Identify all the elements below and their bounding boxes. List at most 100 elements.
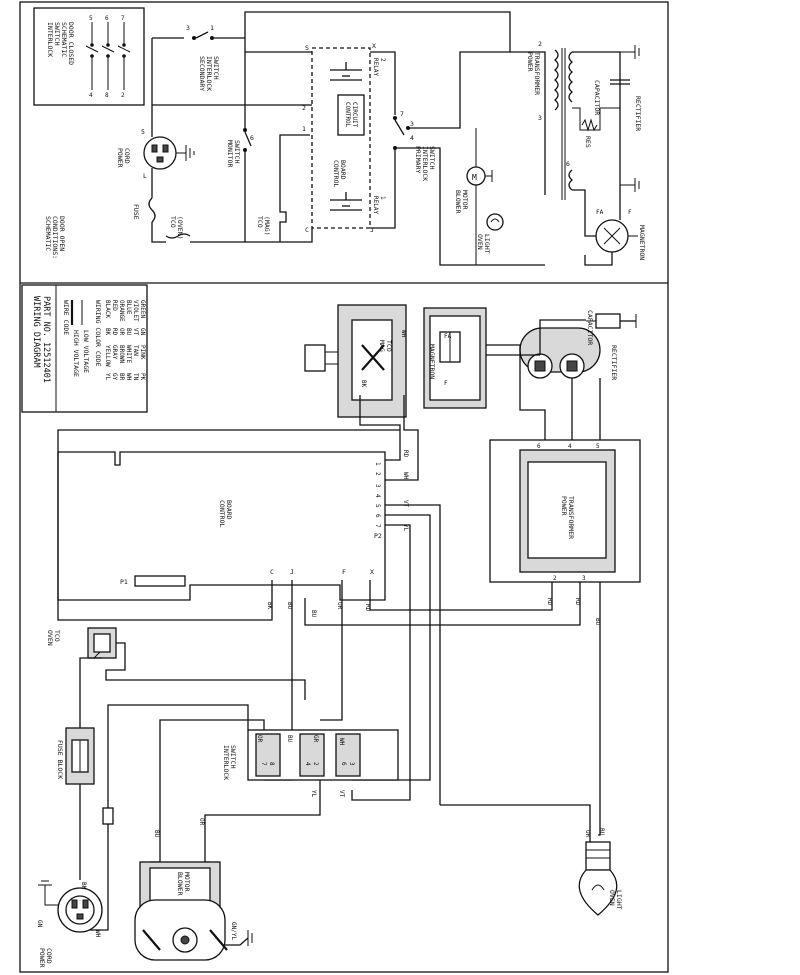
blower-motor-label: BLOWER: [176, 872, 184, 896]
control-circuit-label: CONTROL: [344, 102, 351, 128]
magnetron-component: [423, 307, 487, 409]
fa-label: FA: [596, 209, 604, 216]
board-wire-label: BU: [310, 610, 317, 618]
interlock-note-line: INTERLOCK: [46, 22, 54, 57]
relay-label: RELAY: [372, 58, 379, 76]
gn-yl-label: GN/YL: [230, 922, 237, 940]
switch-term-label: 6: [105, 15, 109, 22]
ground-icon: [247, 930, 253, 946]
board-pin-label: 2: [374, 472, 381, 476]
ground-icon: [620, 45, 640, 59]
blower-motor-component: [134, 861, 228, 961]
switch-term-label: 2: [121, 92, 125, 99]
motor-m-label: M: [472, 173, 477, 182]
pt-term: 6: [537, 443, 541, 450]
color-name: WHITE: [125, 345, 132, 363]
motor-wire-label: OR: [198, 818, 205, 826]
pt-term: 4: [568, 443, 572, 450]
schematic-term: X: [372, 42, 376, 50]
control-board-label: BOARD: [225, 500, 233, 520]
board-pin-label: 7: [374, 524, 381, 528]
interlock-term-label: 2: [312, 762, 319, 766]
interlock-switch-symbols: [85, 22, 131, 90]
board-pin-label: 5: [374, 504, 381, 508]
fuse-block-component: [65, 727, 95, 785]
interlock-wire-label: VT: [338, 790, 345, 798]
power-cord-label: CORD: [123, 148, 131, 164]
rectifier-label: RECTIFIER: [610, 345, 618, 380]
legend-part-no: PART NO. 12512401: [41, 296, 51, 383]
interlock-switch-component: [247, 729, 399, 781]
interlock-term-label: 3: [348, 762, 355, 766]
relay-2-symbol: [330, 62, 362, 81]
oven-light-component: [578, 841, 618, 916]
mag-tco-label: TCO: [385, 340, 393, 352]
cord-wire-label: BK: [80, 882, 87, 890]
color-name: BLACK: [104, 300, 111, 318]
tco-oven-label: TCO: [169, 216, 177, 228]
color-code-title: WIRING COLOR CODE: [94, 300, 102, 367]
blower-motor-label: BLOWER: [454, 190, 462, 214]
pt-term: 2: [553, 575, 557, 582]
rectifier-label: RECTIFIER: [634, 96, 642, 131]
interlock-switch-label: INTERLOCK: [222, 745, 230, 780]
conditions-note-line: SCHEMATIC: [44, 216, 52, 251]
board-term: C: [270, 568, 274, 576]
schematic-term: 3: [410, 120, 414, 128]
schematic-term: 5: [141, 128, 145, 136]
light-wire-label: OR: [584, 830, 591, 838]
relay-number: 1: [379, 196, 386, 200]
f-label: F: [628, 209, 632, 216]
wire-code-title: WIRE CODE: [62, 300, 70, 335]
color-name: PINK: [139, 345, 146, 360]
color-code-table: BLACKBKYELLOWYLREDRDGRAYGYORANGEORBROWNB…: [104, 300, 146, 381]
oven-light-schematic-icon: [486, 213, 504, 231]
board-term: J: [290, 568, 294, 576]
color-name: GREEN: [139, 300, 146, 318]
board-term: F: [342, 568, 346, 576]
color-code: BR: [118, 373, 125, 381]
blower-motor-label: MOTOR: [183, 872, 191, 892]
tco-oven-symbol: [165, 233, 191, 239]
power-cord-label: POWER: [38, 948, 46, 968]
primary-switch-label: PRIMARY: [414, 146, 422, 173]
control-board-box: [311, 47, 371, 229]
cord-wire-label: WH: [94, 930, 101, 938]
p1-label: P1: [120, 578, 128, 586]
power-transformer-label: TRANSFORMER: [533, 52, 541, 95]
power-transformer-label: POWER: [560, 496, 568, 516]
oven-light-label: OVEN: [476, 234, 484, 250]
oven-light-label: OVEN: [608, 890, 616, 906]
color-code: VT: [132, 328, 139, 336]
tco-mag-wire: [279, 134, 310, 242]
schematic-term: 6: [566, 160, 570, 168]
schematic-term: L: [143, 172, 147, 180]
ground-icon: [38, 880, 58, 906]
schematic-term: 1: [302, 125, 306, 133]
interlock-term-label: 4: [304, 762, 311, 766]
fuse-holder-icon: [102, 807, 114, 825]
secondary-switch-label: SECONDARY: [198, 56, 206, 91]
color-code: GY: [111, 373, 118, 381]
interlock-wire-label: GR: [312, 735, 319, 743]
schematic-term: 4: [410, 134, 414, 142]
fa-label: FA: [444, 333, 452, 340]
schematic-term: 2: [302, 104, 306, 112]
schematic-term: S: [305, 44, 309, 52]
color-name: BLUE: [125, 300, 132, 315]
cord-wire-label: GN: [36, 920, 43, 928]
ground-icon: [620, 178, 640, 192]
board-wire-label: VT: [402, 500, 409, 508]
interlock-note-line: SWITCH: [53, 22, 61, 46]
board-wire-label: OR: [336, 602, 343, 610]
wiring-section: WIRING DIAGRAM PART NO. 12512401 WIRE CO…: [21, 284, 641, 968]
pt-wire-label: RD: [574, 598, 581, 606]
interlock-term-label: 7: [260, 762, 267, 766]
control-board-label: CONTROL: [218, 500, 226, 527]
color-code: PK: [139, 373, 146, 381]
schematic-term: 3: [538, 114, 542, 122]
color-code: BU: [125, 328, 132, 336]
blower-motor-label: MOTOR: [461, 190, 469, 210]
